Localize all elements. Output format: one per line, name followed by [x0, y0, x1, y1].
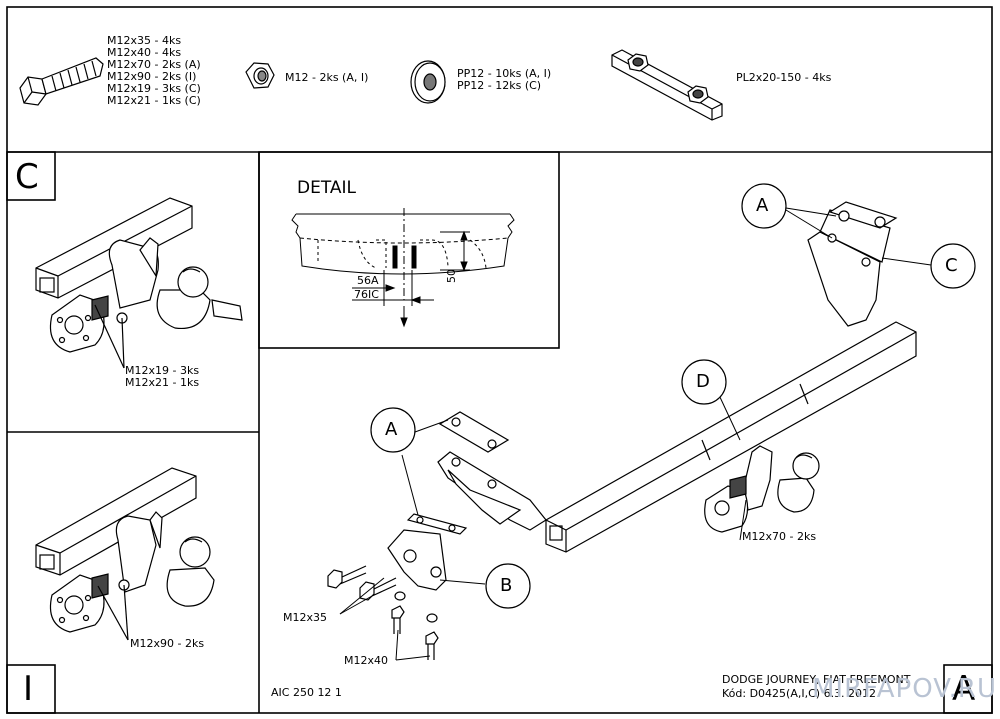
detail-title: DETAIL	[297, 178, 357, 198]
washer-list-item: PP12 - 12ks (C)	[457, 79, 542, 92]
detail-dim-c: 50	[445, 269, 458, 283]
drawing-code: AIC 250 12 1	[271, 686, 342, 699]
washer-icon	[410, 60, 446, 104]
washer-list-item: PP12 - 10ks (A, I)	[457, 67, 552, 80]
hitch-i-illustration	[35, 467, 215, 641]
bolt-list-item: M12x40 - 4ks	[107, 46, 182, 59]
callout-circles	[370, 183, 976, 609]
callout-a-left: A	[385, 419, 398, 440]
m12x70-label: M12x70 - 2ks	[742, 530, 817, 543]
bolt-list-item: M12x19 - 3ks (C)	[107, 82, 201, 95]
plate-label: PL2x20-150 - 4ks	[736, 71, 832, 84]
bolt-icon	[19, 57, 104, 106]
bolt-list-item: M12x90 - 2ks (I)	[107, 70, 197, 83]
panel-c-bolt-item: M12x19 - 3ks	[125, 364, 200, 377]
m12x35-label: M12x35	[283, 611, 327, 624]
callout-a-top: A	[756, 195, 769, 216]
hitch-c-illustration	[35, 197, 243, 369]
washer-list: PP12 - 10ks (A, I) PP12 - 12ks (C)	[457, 68, 551, 92]
corner-letter-a: A	[952, 669, 976, 709]
panel-c-letter: C	[15, 157, 39, 197]
bolt-list-item: M12x70 - 2ks (A)	[107, 58, 201, 71]
plate-icon	[611, 49, 723, 121]
callout-d: D	[696, 371, 710, 392]
callout-c: C	[945, 255, 958, 276]
vehicle-name: DODGE JOURNEY, FIAT FREEMONT	[722, 673, 911, 686]
bolt-list-item: M12x21 - 1ks (C)	[107, 94, 201, 107]
detail-dim-b: 76IC	[354, 288, 379, 301]
panel-c-bolt-item: M12x21 - 1ks	[125, 376, 200, 389]
nut-icon	[245, 62, 275, 89]
bolt-list-item: M12x35 - 4ks	[107, 34, 182, 47]
frame-lines	[6, 6, 993, 714]
part-code: Kód: D0425(A,I,C) 6.3. 2012	[722, 687, 877, 700]
panel-i-letter: I	[23, 669, 34, 709]
bolt-list: M12x35 - 4ks M12x40 - 4ks M12x70 - 2ks (…	[107, 35, 201, 107]
detail-dim-a: 56A	[357, 274, 379, 287]
panel-i-bolt-label: M12x90 - 2ks	[130, 637, 205, 650]
detail-drawing	[291, 208, 515, 328]
callout-b: B	[500, 575, 513, 596]
leader-lines	[339, 207, 932, 661]
m12x40-label: M12x40	[344, 654, 388, 667]
panel-c-bolt-list: M12x19 - 3ks M12x21 - 1ks	[125, 365, 199, 389]
nut-label: M12 - 2ks (A, I)	[285, 71, 369, 84]
watermark: MIRFAPOV.RU	[812, 674, 998, 704]
towbar-assembly	[327, 201, 917, 660]
